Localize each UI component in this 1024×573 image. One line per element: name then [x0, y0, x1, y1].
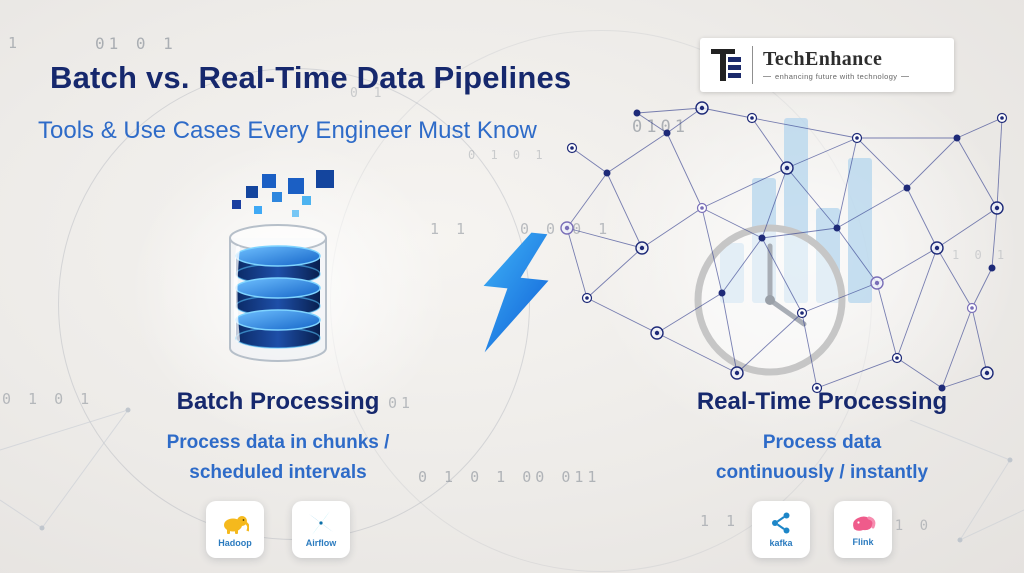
brand-logo: TechEnhance enhancing future with techno…: [700, 38, 954, 92]
network-graph-illustration: [560, 101, 1008, 394]
database-icon: [229, 224, 327, 362]
binary-digits: 01 0 1: [95, 34, 177, 53]
te-monogram-icon: [711, 49, 741, 81]
batch-tools: Hadoop Airflow: [118, 501, 438, 558]
mesh-decoration-right: [909, 420, 1024, 543]
brand-name: TechEnhance: [763, 48, 883, 70]
logo-divider: [752, 46, 753, 84]
batch-description: Process data in chunks / scheduled inter…: [166, 432, 390, 484]
page-subtitle: Tools & Use Cases Every Engineer Must Kn…: [38, 117, 537, 144]
mesh-decoration-left: [0, 407, 131, 531]
binary-digits: 1: [8, 34, 22, 52]
batch-heading: Batch Processing: [176, 388, 380, 415]
pixel-squares-icon: [232, 170, 334, 217]
tool-badge-hadoop: Hadoop: [206, 501, 264, 558]
tool-badge-airflow: Airflow: [292, 501, 350, 558]
lightning-bolt-icon: [483, 232, 549, 353]
hadoop-elephant-icon: [224, 515, 249, 534]
tool-badge-kafka: kafka: [752, 501, 810, 558]
airflow-pinwheel-icon: [309, 511, 333, 535]
realtime-description: Process data continuously / instantly: [715, 432, 929, 484]
tool-badge-label: Airflow: [305, 538, 337, 548]
brand-tagline: enhancing future with technology: [763, 72, 910, 81]
flink-squirrel-icon: [853, 516, 876, 531]
tool-badge-flink: Flink: [834, 501, 892, 558]
realtime-heading: Real-Time Processing: [696, 388, 948, 415]
page-title: Batch vs. Real-Time Data Pipelines: [50, 60, 572, 95]
realtime-tools: kafka Flink: [652, 501, 992, 558]
tool-badge-label: Hadoop: [218, 537, 252, 548]
clock-icon: [694, 224, 846, 376]
kafka-icon: [772, 512, 790, 534]
tool-badge-label: Flink: [852, 536, 874, 547]
tool-badge-label: kafka: [769, 538, 793, 548]
